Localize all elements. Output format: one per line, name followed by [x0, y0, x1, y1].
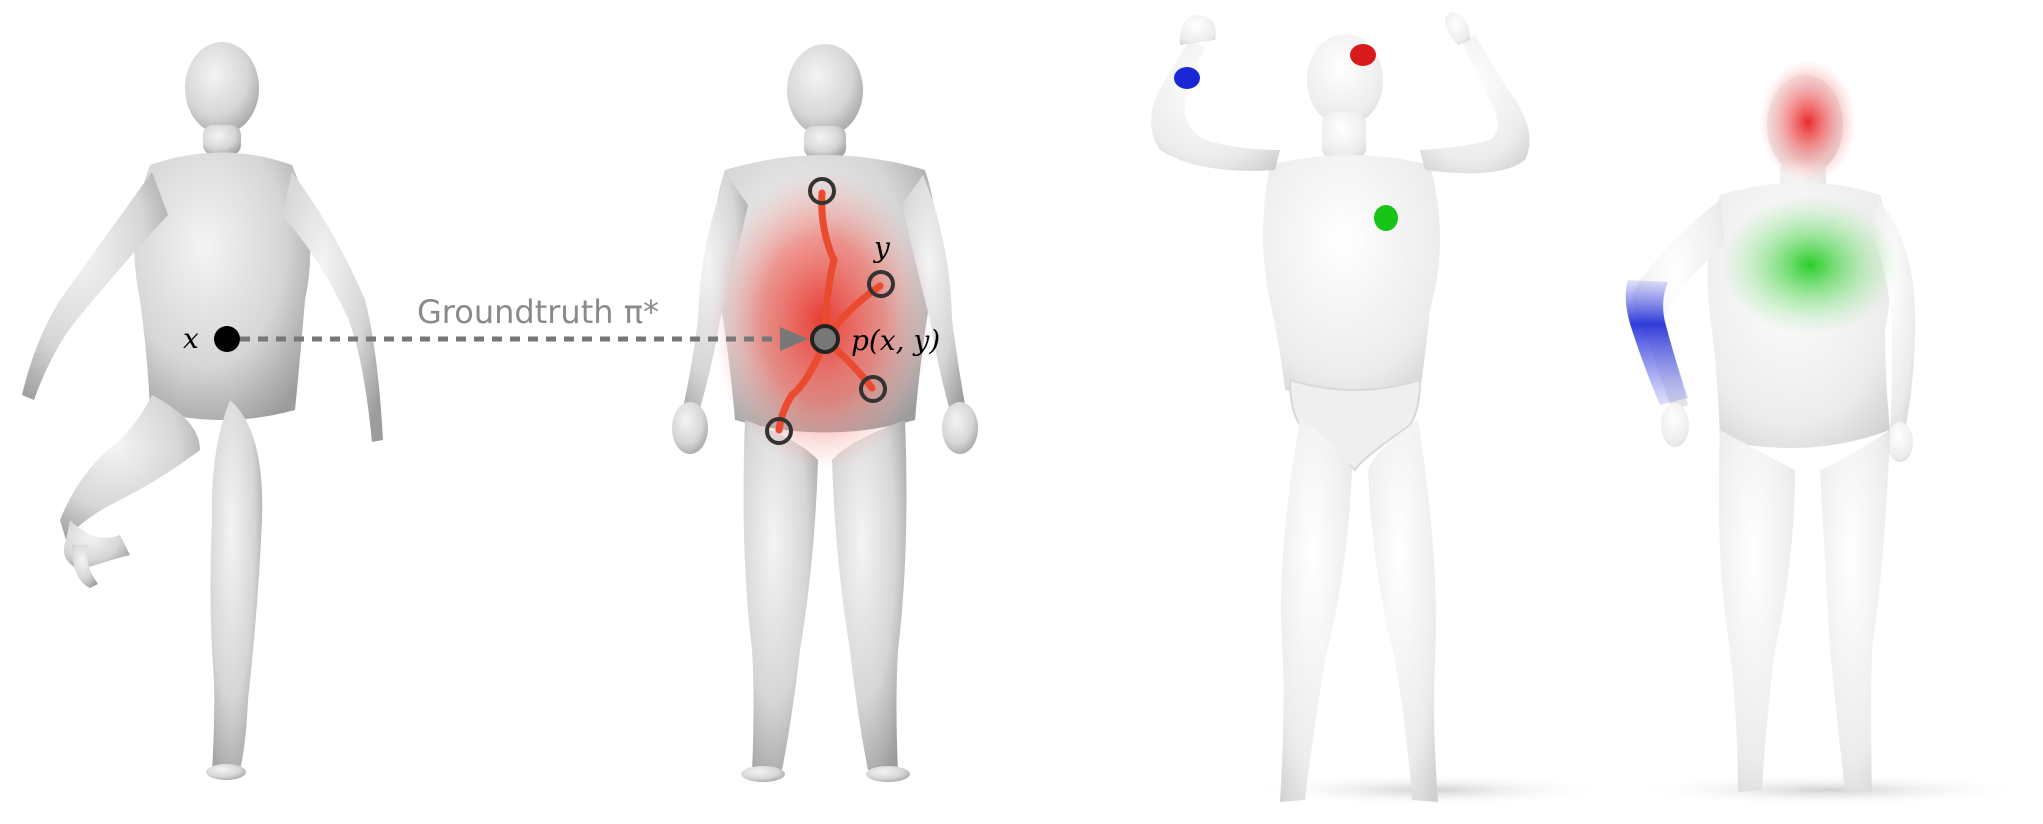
region-red-head [1760, 60, 1856, 184]
arms-raised-body-mesh [1151, 12, 1610, 806]
woman-body-mesh [1630, 75, 2030, 806]
source-point-label: x [183, 322, 199, 355]
region-green-chest [1720, 195, 1900, 335]
matched-point [812, 326, 838, 352]
groundtruth-label: Groundtruth π* [417, 293, 659, 331]
region-blue-forearm [1626, 280, 1688, 405]
ground-shadow-4 [1630, 774, 2030, 806]
target-point-label: y [872, 231, 891, 264]
marker-green-chest [1374, 205, 1398, 231]
source-body-mesh [22, 42, 383, 780]
source-point-x [214, 326, 240, 352]
marker-red-head [1350, 44, 1376, 66]
matched-point-label: p(x, y) [851, 324, 940, 357]
marker-blue-wrist [1174, 67, 1200, 89]
